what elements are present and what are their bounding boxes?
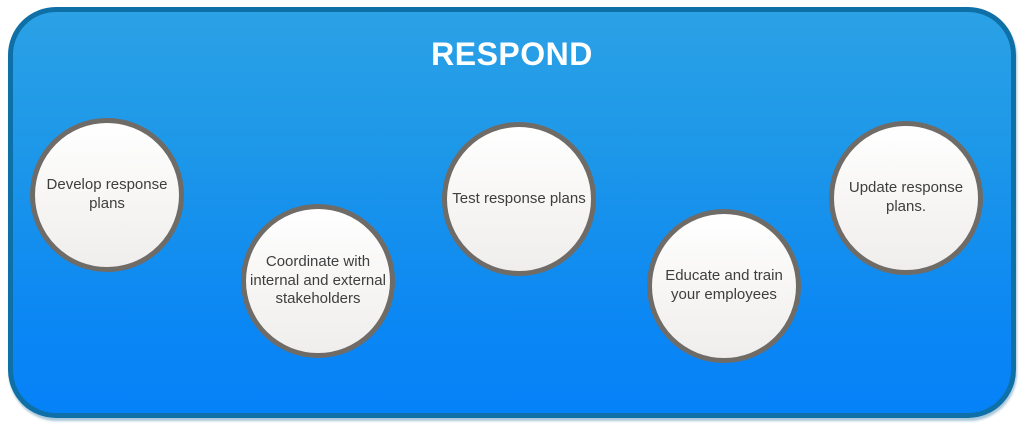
step-label: Test response plans: [452, 189, 586, 207]
step-label: Update response plans.: [848, 179, 964, 215]
step-circle-develop-response-plans: Develop response plans: [30, 118, 184, 272]
diagram-title: RESPOND: [431, 36, 593, 72]
step-circle-educate-train-employees: Educate and train your employees: [647, 209, 801, 363]
step-circle-update-response-plans: Update response plans.: [829, 121, 983, 275]
step-circle-coordinate-stakeholders: Coordinate with internal and external st…: [241, 204, 395, 358]
step-label: Coordinate with internal and external st…: [250, 252, 386, 308]
step-circle-test-response-plans: Test response plans: [442, 122, 596, 276]
step-label: Educate and train your employees: [665, 267, 783, 303]
step-label: Develop response plans: [46, 176, 168, 212]
